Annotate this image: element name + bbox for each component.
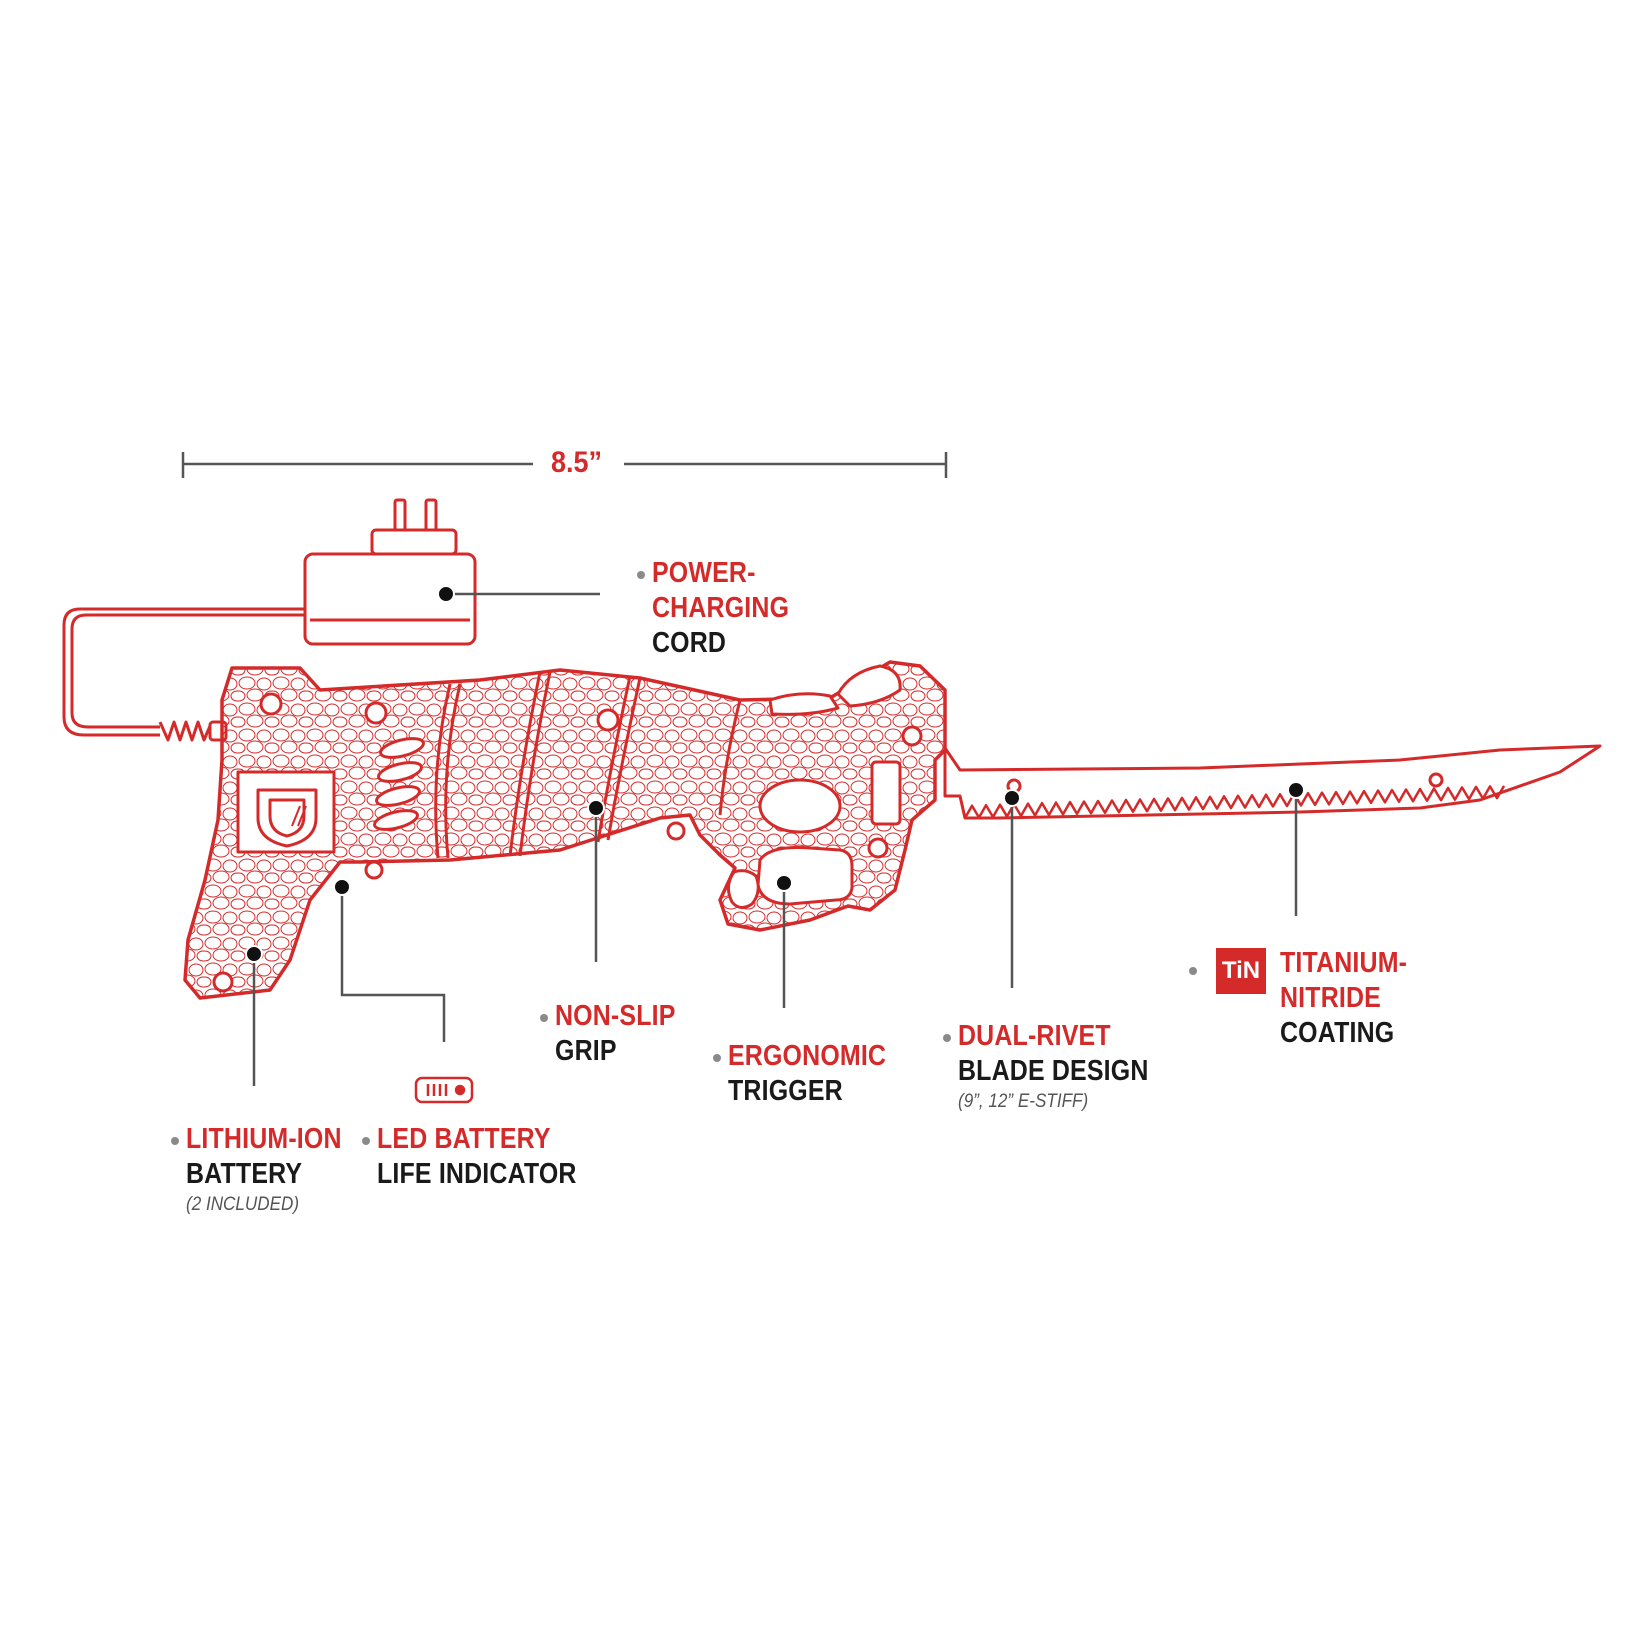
- grip-label-1: NON-SLIP: [555, 1000, 676, 1032]
- leader-lines: [252, 592, 1298, 1086]
- trigger-label-1: ERGONOMIC: [728, 1040, 887, 1072]
- bullet: [943, 1034, 951, 1042]
- trigger-label-2: TRIGGER: [728, 1075, 843, 1107]
- bullet: [540, 1014, 548, 1022]
- titanium-label-2: NITRIDE: [1280, 982, 1381, 1014]
- battery-indicator-icon: [414, 1076, 474, 1104]
- battery-label-2: BATTERY: [186, 1158, 303, 1190]
- grip-label-2: GRIP: [555, 1035, 617, 1067]
- titanium-label-3: COATING: [1280, 1017, 1395, 1049]
- tin-badge-icon: TiN: [1216, 948, 1266, 994]
- blade-illustration: [943, 744, 1602, 820]
- bullet: [1189, 967, 1197, 975]
- anchor-dots: [245, 585, 1305, 963]
- dimension-label: 8.5”: [551, 446, 603, 479]
- power-cord-label-2: CHARGING: [652, 592, 790, 624]
- bullet: [362, 1137, 370, 1145]
- titanium-label-1: TITANIUM-: [1280, 947, 1408, 979]
- battery-note: (2 INCLUDED): [186, 1194, 300, 1215]
- bullet: [637, 571, 645, 579]
- battery-label-1: LITHIUM-ION: [186, 1123, 342, 1155]
- rivet-note: (9”, 12” E-STIFF): [958, 1091, 1089, 1112]
- handle-illustration: [183, 660, 947, 1000]
- rivet-label-2: BLADE DESIGN: [958, 1055, 1149, 1087]
- rivet-label-1: DUAL-RIVET: [958, 1020, 1111, 1052]
- charger-illustration: [303, 498, 477, 646]
- dimension-line: [181, 452, 948, 478]
- power-cord-label-3: CORD: [652, 627, 727, 659]
- bullet: [171, 1137, 179, 1145]
- power-cord-label-1: POWER-: [652, 557, 756, 589]
- led-label-2: LIFE INDICATOR: [377, 1158, 577, 1190]
- bullet: [713, 1054, 721, 1062]
- led-label-1: LED BATTERY: [377, 1123, 551, 1155]
